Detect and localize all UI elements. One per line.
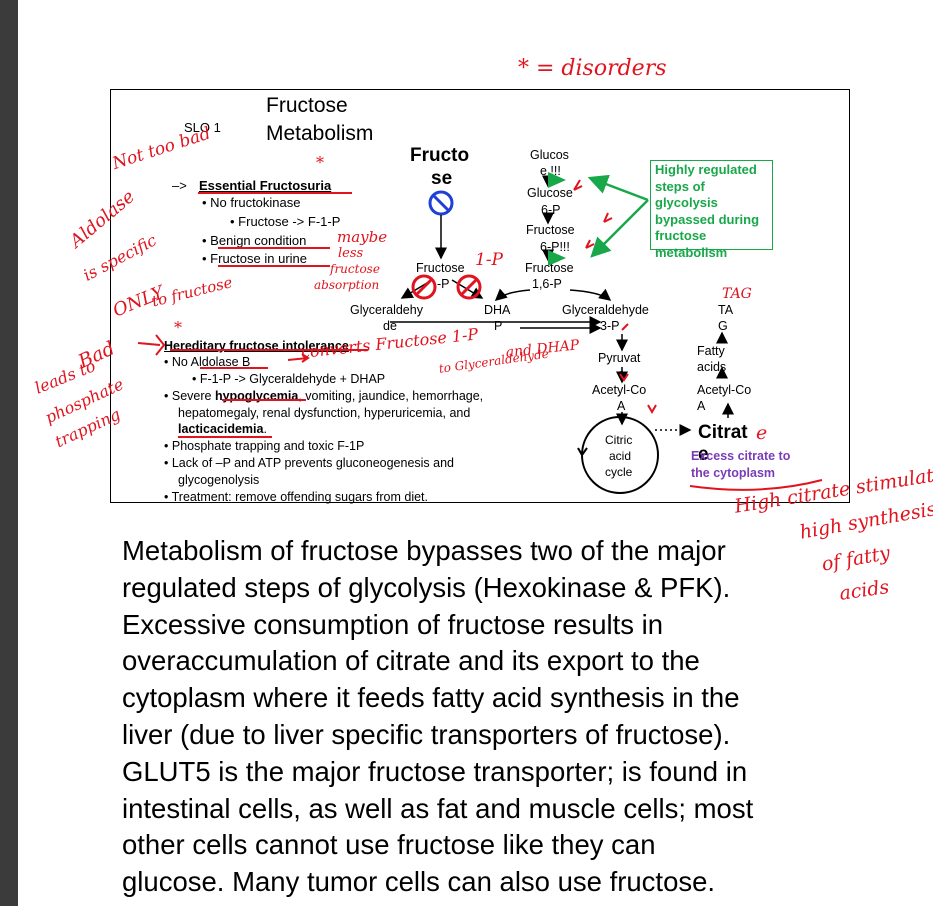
regulated-steps-box: Highly regulated steps of glycolysis byp… <box>650 160 773 260</box>
hfi-bullet-4: • Lack of –P and ATP prevents gluconeoge… <box>164 456 455 470</box>
glyceraldehyde-label-1: Glyceraldehy <box>350 303 423 317</box>
handwritten-tag: TAG <box>722 286 752 302</box>
hfi-bullet-4-line2: glycogenolysis <box>178 473 260 487</box>
essential-bullet-2: • Benign condition <box>202 233 307 248</box>
dhap-label-1: DHA <box>484 303 511 317</box>
paragraph-line: regulated steps of glycolysis (Hexokinas… <box>122 571 731 603</box>
tag-label-2: G <box>718 319 728 333</box>
f16p-to-dhap-arrow <box>494 288 531 301</box>
f1p-label-2: -P <box>437 277 450 291</box>
paragraph-line: Metabolism of fructose bypasses two of t… <box>122 535 726 566</box>
paragraph-line: liver (due to liver specific transporter… <box>122 718 731 750</box>
pyruvate-label-1: Pyruvat <box>598 351 641 365</box>
citric-label-3: cycle <box>605 465 633 479</box>
f16p-label-2: 1,6-P <box>532 277 562 291</box>
g6p-label-1: Glucose <box>527 186 573 200</box>
citric-label-2: acid <box>609 449 632 463</box>
paragraph-line: glucose. Many tumor cells can also use f… <box>122 866 716 898</box>
handwritten-less: less <box>338 246 364 261</box>
acetylcoa2-label-2: A <box>697 399 706 413</box>
handwritten-star-1: * <box>316 153 324 172</box>
paragraph-line: Excessive consumption of fructose result… <box>122 608 664 640</box>
g3p-label-1: Glyceraldehyde <box>562 303 649 317</box>
fatty-acids-label-1: Fatty <box>697 344 725 358</box>
hfi-bullet-1a: • F-1-P -> Glyceraldehyde + DHAP <box>192 372 386 386</box>
excess-citrate-2: the cytoplasm <box>691 466 776 480</box>
handwritten-disorders: * = disorders <box>518 56 667 81</box>
f16p-to-g3p-arrow <box>569 288 612 301</box>
essential-bullet-1a: • Fructose -> F-1-P <box>230 214 341 229</box>
handwritten-citrate-e: e <box>756 422 768 444</box>
paragraph-line: cytoplasm where it feeds fatty acid synt… <box>122 682 740 714</box>
slide-title-line2: Metabolism <box>266 122 374 145</box>
slide-title-line1: Fructose <box>266 94 348 117</box>
hfi-bullet-3: • Phosphate trapping and toxic F-1P <box>164 439 365 453</box>
hfi-bullet-2-line2: hepatomegaly, renal dysfunction, hyperur… <box>178 406 471 420</box>
acetylcoa-label-2: A <box>617 399 626 413</box>
green-arrow-1 <box>587 174 649 202</box>
excess-citrate-1: Excess citrate to <box>691 449 791 463</box>
f1p-label-1: Fructose <box>416 261 465 275</box>
tag-label-1: TA <box>718 303 734 317</box>
g3p-label-2: 3-P <box>600 319 620 333</box>
glucose-label-2: e !!! <box>540 164 561 178</box>
handwritten-maybe: maybe <box>337 228 388 246</box>
no-aldolase-icon-2 <box>456 274 482 300</box>
fructose-big-1: Fructo <box>410 145 470 166</box>
paragraph-line: other cells cannot use fructose like the… <box>122 829 656 861</box>
citric-cycle-circle <box>581 416 659 494</box>
body-paragraph: Metabolism of fructose bypasses two of t… <box>122 533 862 901</box>
handwritten-absorption: absorption <box>314 278 380 292</box>
essential-arrow: –> <box>172 178 187 193</box>
citrate-label-2: e <box>698 444 709 465</box>
slo-label: SLO 1 <box>184 120 221 135</box>
glucose-label-1: Glucos <box>530 148 569 162</box>
essential-heading: Essential Fructosuria <box>199 178 332 193</box>
hfi-bullet-2-line3: lacticacidemia. <box>178 422 267 436</box>
paragraph-line: GLUT5 is the major fructose transporter;… <box>122 755 748 787</box>
dhap-label-2: P <box>494 319 503 333</box>
essential-bullet-3: • Fructose in urine <box>202 251 307 266</box>
handwritten-star-2: * <box>174 318 182 337</box>
citrate-label-1: Citrat <box>698 422 748 443</box>
no-aldolase-icon-1 <box>411 274 437 300</box>
handwritten-fructose: fructose <box>330 262 380 276</box>
hfi-bullet-5: • Treatment: remove offending sugars fro… <box>164 490 428 504</box>
paragraph-line: intestinal cells, as well as fat and mus… <box>122 792 754 824</box>
fructose-big-2: se <box>431 168 453 189</box>
acetylcoa2-label-1: Acetyl-Co <box>697 383 752 397</box>
acetylcoa-label-1: Acetyl-Co <box>592 383 647 397</box>
citric-label-1: Citric <box>605 433 633 447</box>
handwritten-1p: 1-P <box>475 250 503 270</box>
paragraph-line: overaccumulation of citrate and its expo… <box>122 645 700 677</box>
green-arrow-2 <box>590 199 649 258</box>
f16p-label-1: Fructose <box>525 261 574 275</box>
no-fructokinase-icon <box>428 190 454 216</box>
f6p-label-1: Fructose <box>526 223 575 237</box>
left-edge-bar <box>0 0 18 906</box>
hfi-bullet-1: • No Aldolase B <box>164 355 251 369</box>
essential-bullet-1: • No fructokinase <box>202 195 301 210</box>
